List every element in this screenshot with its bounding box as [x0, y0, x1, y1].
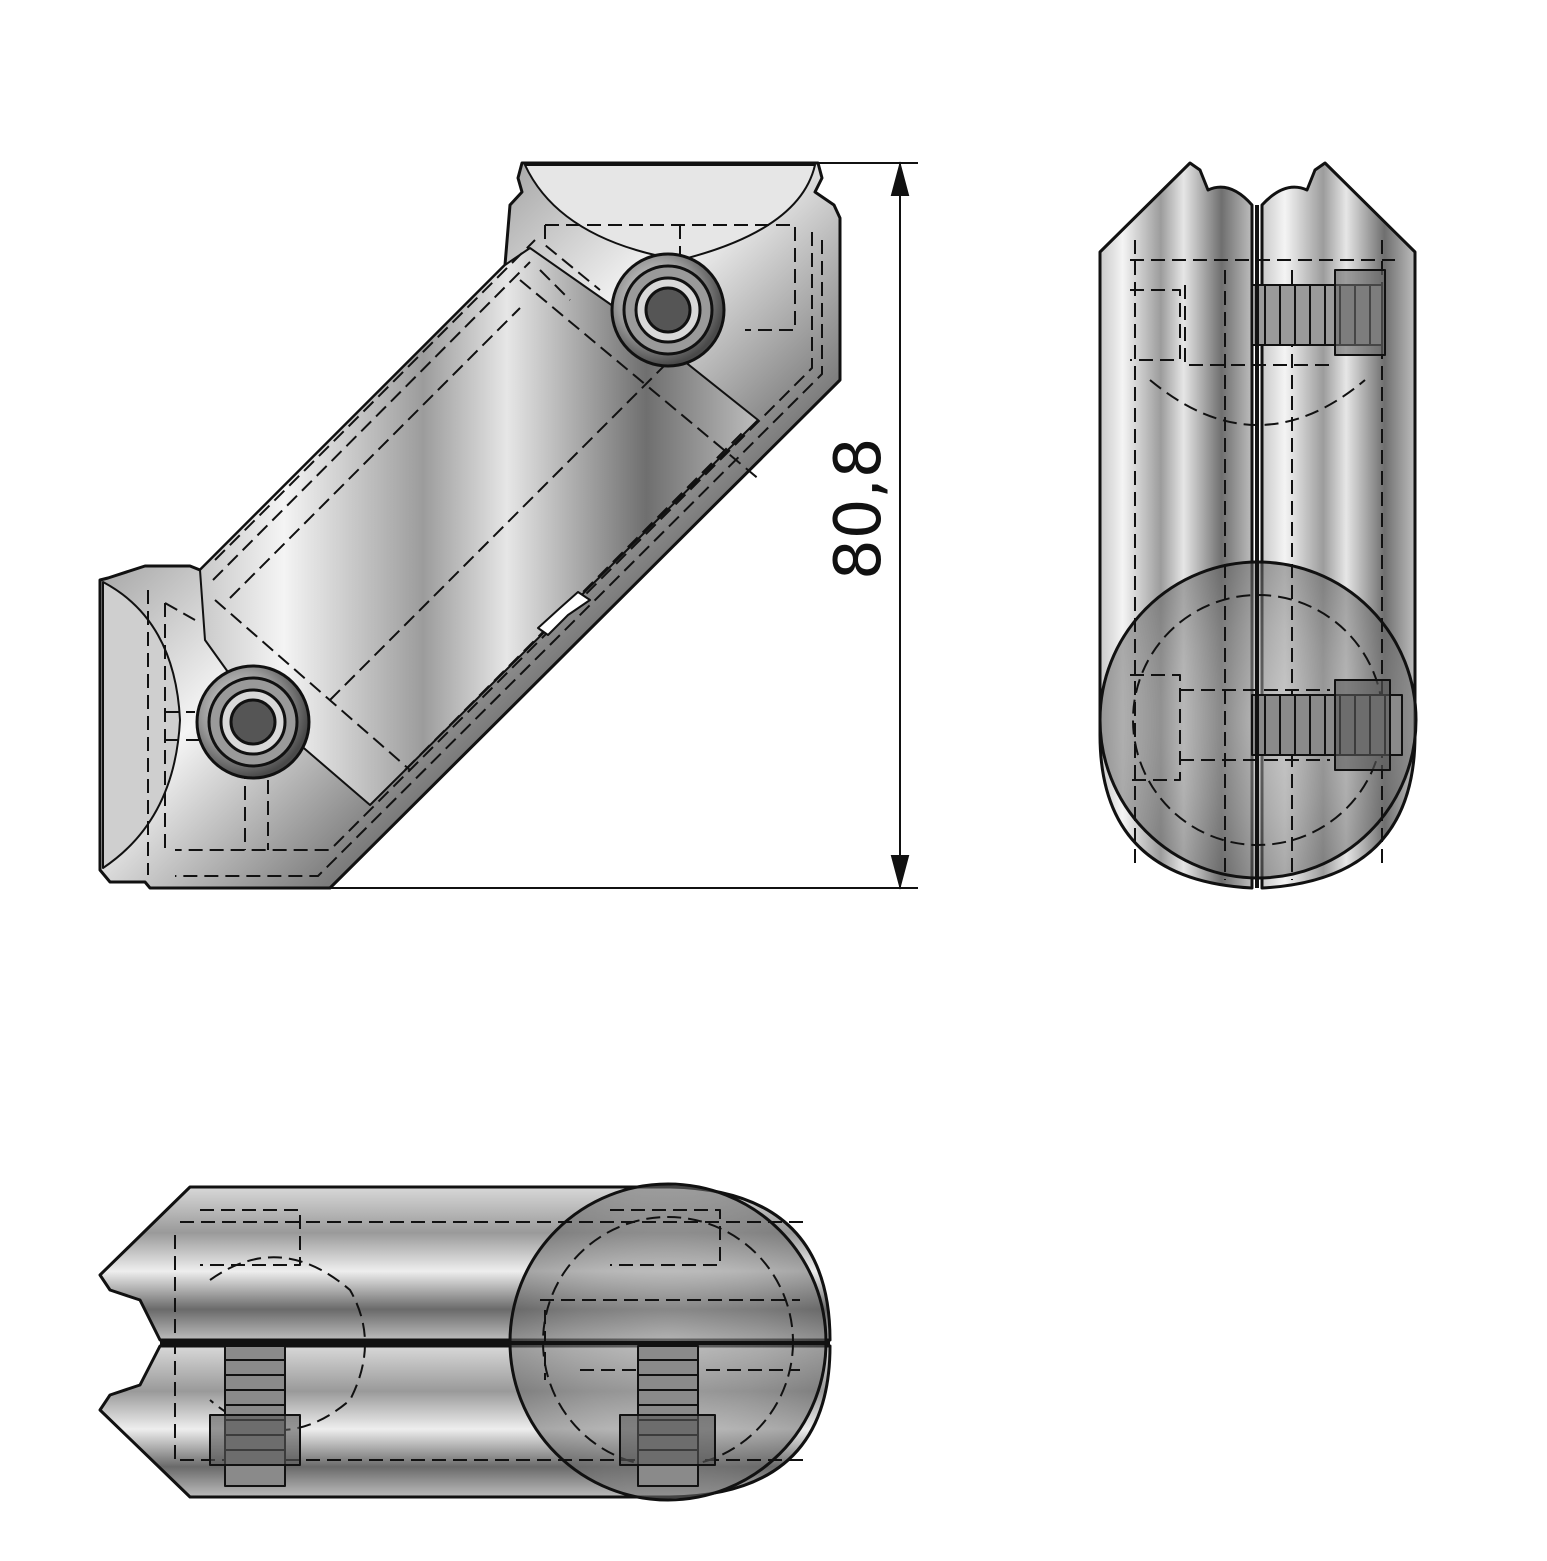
front-view-tube [199, 247, 759, 806]
front-view-bolt-top [610, 252, 726, 368]
bottom-view [98, 1182, 832, 1502]
dimension-label: 80,8 [822, 438, 896, 581]
front-view-bolt-bottom [195, 664, 311, 780]
side-view-bolt-bottom [1251, 679, 1403, 771]
dimension-height [330, 161, 918, 890]
bottom-view-bolt-right [619, 1345, 716, 1487]
front-view-seam-mark [537, 591, 591, 636]
side-view-bolt-top [1251, 269, 1386, 356]
side-view [1098, 161, 1418, 890]
dimension-arrow-top [890, 161, 910, 196]
front-view-left-saddle [102, 581, 181, 869]
front-view [98, 161, 842, 890]
dimension-arrow-bottom [890, 855, 910, 890]
bottom-view-bolt-left [209, 1345, 301, 1487]
